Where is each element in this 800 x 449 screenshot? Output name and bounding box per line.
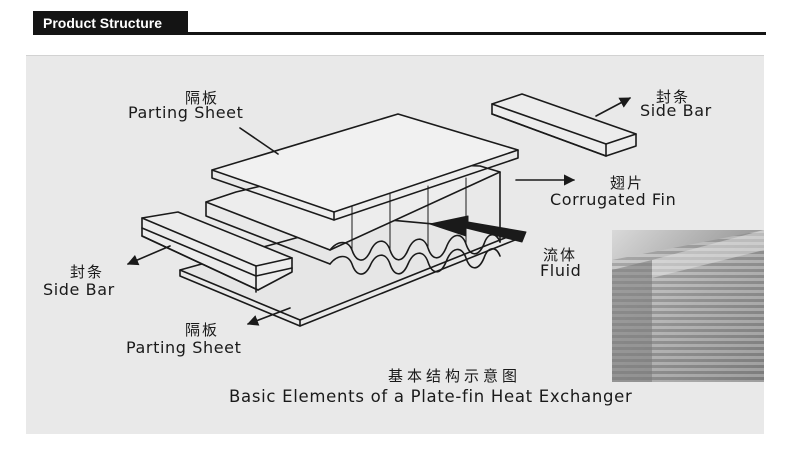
leader-side-bar-left xyxy=(126,245,171,266)
fin-zh: 翅片 xyxy=(610,174,645,192)
top-parting-sheet xyxy=(211,113,519,221)
parting-sheet-top-en: Parting Sheet xyxy=(128,103,244,122)
side-bar-left-en: Side Bar xyxy=(43,280,115,299)
caption-zh: 基本结构示意图 xyxy=(388,367,522,385)
fluid-en: Fluid xyxy=(540,261,582,280)
leader-parting-bottom xyxy=(246,307,291,326)
fluid-arrow-icon xyxy=(429,215,527,243)
parting-sheet-top-zh: 隔板 xyxy=(185,89,220,107)
section-title: Product Structure xyxy=(43,15,163,31)
side-bar-left-zh: 封条 xyxy=(70,263,105,281)
leader-side-bar-right xyxy=(595,97,631,117)
header-rule xyxy=(33,32,766,35)
fluid-zh: 流体 xyxy=(543,246,578,264)
parting-sheet-bottom-en: Parting Sheet xyxy=(126,338,242,357)
section-header-tab: Product Structure xyxy=(33,11,188,35)
fin-en: Corrugated Fin xyxy=(550,190,677,209)
side-bar-right-en: Side Bar xyxy=(640,101,712,120)
parting-sheet-bottom-zh: 隔板 xyxy=(185,321,220,339)
heat-exchanger-photo xyxy=(612,230,764,382)
leader-parting-top xyxy=(239,127,279,155)
caption-en: Basic Elements of a Plate-fin Heat Excha… xyxy=(229,387,633,406)
left-side-bar xyxy=(141,211,293,293)
side-bar-right-zh: 封条 xyxy=(656,88,691,106)
right-side-bar xyxy=(491,93,637,157)
